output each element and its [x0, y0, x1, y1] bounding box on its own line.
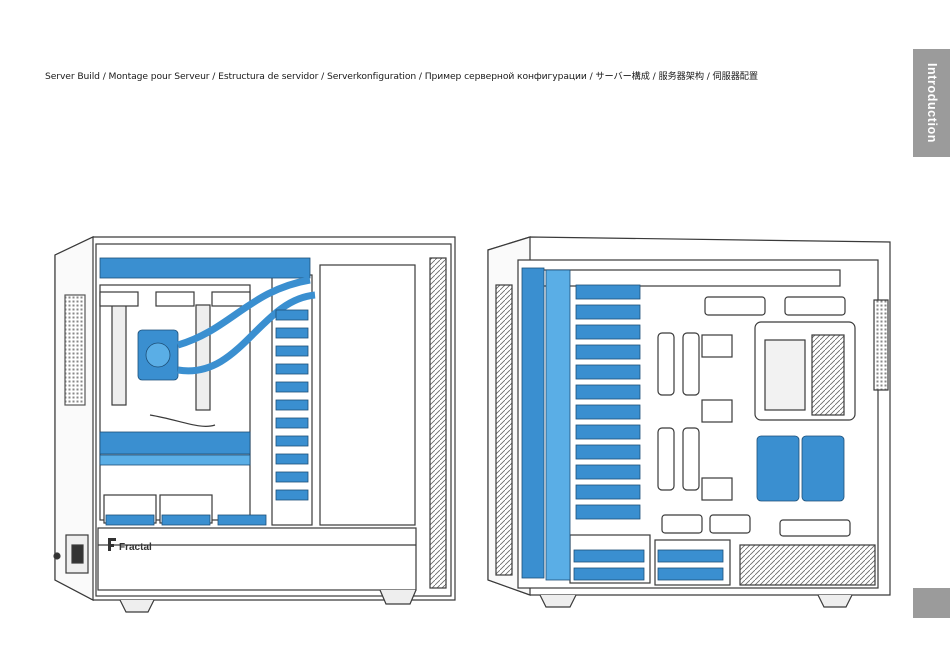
- brand-label: Fractal: [119, 542, 152, 553]
- left-case: [54, 237, 455, 612]
